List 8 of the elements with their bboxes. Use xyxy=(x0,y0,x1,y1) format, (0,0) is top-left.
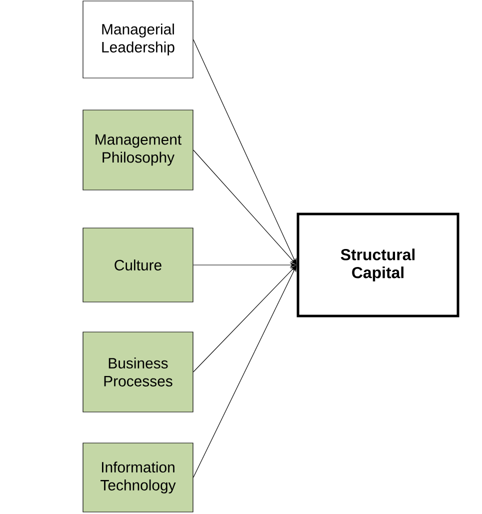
result-box: Structural Capital xyxy=(296,212,460,318)
factor-box: Business Processes xyxy=(82,332,194,412)
arrow xyxy=(193,39,297,265)
factor-box: Culture xyxy=(82,228,194,302)
arrow xyxy=(193,265,297,478)
factor-box: Managerial Leadership xyxy=(82,0,194,78)
factor-box: Information Technology xyxy=(82,442,194,512)
factor-box: Management Philosophy xyxy=(82,110,194,190)
